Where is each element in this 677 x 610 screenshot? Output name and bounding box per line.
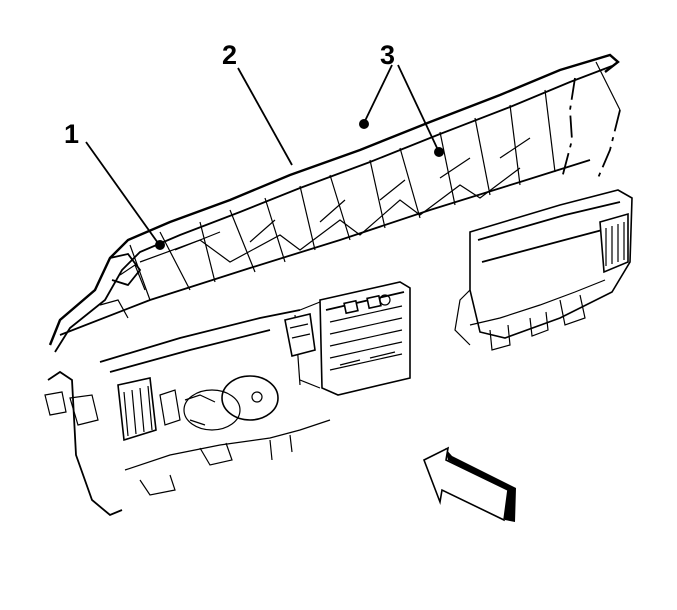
fastener-marker-3a [359, 119, 369, 129]
callout-3-label: 3 [380, 40, 395, 70]
leader-line-3b [397, 64, 439, 151]
upper-panel-carrier [48, 53, 621, 353]
left-lower-section [44, 309, 331, 517]
leader-line-3a [363, 64, 393, 124]
right-panel-section [454, 189, 633, 351]
front-direction-arrow-icon [422, 446, 516, 522]
callout-2-label: 2 [222, 40, 237, 70]
leader-lines [85, 64, 439, 244]
clip-marker-1 [155, 240, 165, 250]
fasteners [155, 119, 444, 250]
fastener-marker-3b [434, 147, 444, 157]
callout-1-label: 1 [64, 119, 79, 149]
leader-line-2 [237, 67, 293, 166]
leader-line-1 [85, 141, 159, 244]
center-stack [294, 281, 411, 396]
